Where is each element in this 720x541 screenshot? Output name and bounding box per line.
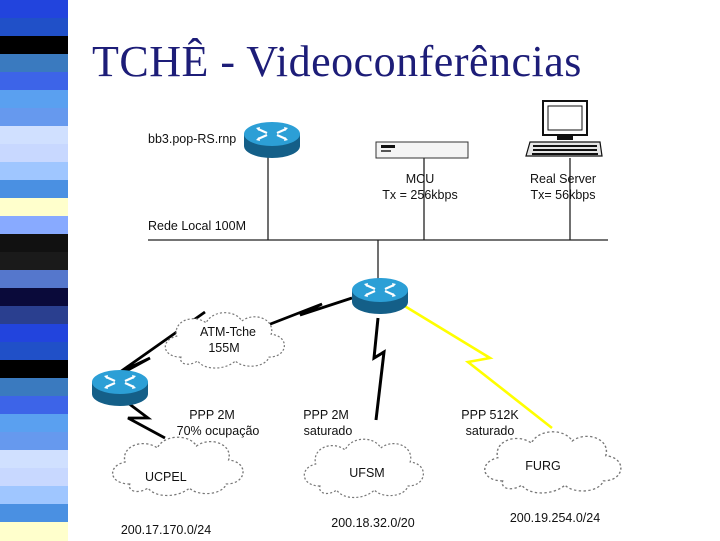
strip-tile [0, 36, 68, 55]
ufsm-link-label: PPP 2M [303, 408, 349, 422]
link-core-atm [254, 296, 353, 332]
link-ucpel-router [123, 398, 166, 440]
ucpel-net-label: 200.17.170.0/24 [121, 523, 211, 537]
mcu-rate-label: Tx = 256kbps [382, 188, 457, 202]
furg-link-label: PPP 512K [461, 408, 519, 422]
router-top-label: bb3.pop-RS.rnp [148, 132, 236, 146]
furg-net-label: 200.19.254.0/24 [510, 511, 600, 525]
strip-tile [0, 432, 68, 451]
server-rate-label: Tx= 56kbps [531, 188, 596, 202]
strip-tile [0, 504, 68, 523]
furg-link-note: saturado [466, 424, 515, 438]
slide-title: TCHÊ - Videoconferências [92, 37, 582, 86]
ucpel-link-note: 70% ocupação [177, 424, 260, 438]
ufsm-name-label: UFSM [349, 466, 384, 480]
strip-tile [0, 342, 68, 361]
server-name-label: Real Server [530, 172, 596, 186]
strip-tile [0, 468, 68, 487]
ucpel-link-label: PPP 2M [189, 408, 235, 422]
strip-tile [0, 288, 68, 307]
strip-tile [0, 216, 68, 235]
strip-tile [0, 72, 68, 91]
router-icon [90, 368, 150, 408]
server-computer-icon [525, 100, 603, 157]
ufsm-link-note: saturado [304, 424, 353, 438]
strip-tile [0, 126, 68, 145]
strip-tile [0, 18, 68, 37]
atm-name-label: ATM-Tche [200, 325, 256, 339]
strip-tile [0, 324, 68, 343]
strip-tile [0, 486, 68, 505]
strip-tile [0, 180, 68, 199]
router-icon [242, 120, 302, 160]
ucpel-name-label: UCPEL [145, 470, 187, 484]
strip-tile [0, 360, 68, 379]
furg-name-label: FURG [525, 459, 560, 473]
cloud-ucpel [111, 436, 244, 497]
link-core-ufsm [372, 317, 386, 421]
lan-label: Rede Local 100M [148, 219, 246, 233]
mcu-device-icon [375, 141, 469, 159]
strip-tile [0, 54, 68, 73]
link-core-furg [397, 300, 553, 430]
strip-tile [0, 396, 68, 415]
router-icon [350, 276, 410, 316]
strip-tile [0, 306, 68, 325]
strip-tile [0, 270, 68, 289]
strip-tile [0, 234, 68, 253]
strip-tile [0, 162, 68, 181]
strip-tile [0, 144, 68, 163]
strip-tile [0, 450, 68, 469]
strip-tile [0, 0, 68, 19]
strip-tile [0, 198, 68, 217]
mcu-name-label: MCU [406, 172, 434, 186]
strip-tile [0, 108, 68, 127]
strip-tile [0, 522, 68, 541]
decorative-strip [0, 0, 68, 541]
strip-tile [0, 414, 68, 433]
strip-tile [0, 90, 68, 109]
strip-tile [0, 252, 68, 271]
strip-tile [0, 378, 68, 397]
atm-rate-label: 155M [208, 341, 239, 355]
ufsm-net-label: 200.18.32.0/20 [331, 516, 414, 530]
